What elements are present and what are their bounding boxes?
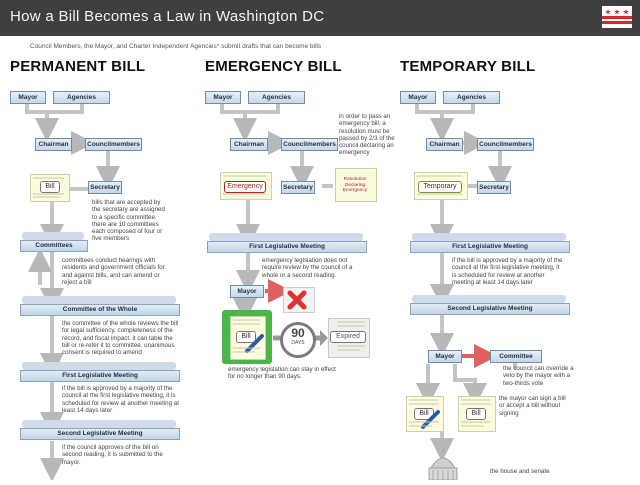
permanent-chairman-box: Chairman <box>35 138 72 151</box>
temporary-agencies-box: Agencies <box>443 91 500 104</box>
emergency-bill-title: EMERGENCY BILL <box>205 58 342 75</box>
temporary-tag: Temporary <box>418 181 462 193</box>
capitol-dome-icon <box>425 446 461 485</box>
permanent-mayor-box: Mayor <box>10 91 46 104</box>
emergency-councilmembers-box: Councilmembers <box>281 138 338 151</box>
days-number: 90 <box>291 326 305 340</box>
permanent-bill-title: PERMANENT BILL <box>10 58 146 75</box>
temporary-committee-box: Committee <box>490 350 542 363</box>
temporary-second-meeting-bar: Second Legislative Meeting <box>410 303 570 315</box>
permanent-second-meeting-bar: Second Legislative Meeting <box>20 428 180 440</box>
temporary-first-meeting-description: if the bill is approved by a majority of… <box>452 257 563 286</box>
permanent-bill-tag: Bill <box>40 181 60 193</box>
red-x-icon <box>287 290 307 315</box>
permanent-second-meeting-description: if the council approves of the bill on s… <box>62 444 163 466</box>
emergency-mayor-box-2: Mayor <box>230 285 264 298</box>
resolution-declaring-emergency-label: Resolution Declaring Emergency <box>342 177 368 193</box>
emergency-tag: Emergency <box>224 181 266 193</box>
permanent-agencies-box: Agencies <box>53 91 110 104</box>
permanent-committee-of-the-whole-bar: Committee of the Whole <box>20 304 180 316</box>
temporary-bill-title: TEMPORARY BILL <box>400 58 536 75</box>
emergency-bill-tag: Bill <box>236 331 256 343</box>
temporary-pen-icon <box>420 408 442 435</box>
page-title: How a Bill Becomes a Law in Washington D… <box>10 8 325 25</box>
ninety-days-badge-icon <box>280 322 316 358</box>
temporary-first-meeting-bar: First Legislative Meeting <box>410 241 570 253</box>
emergency-expiry-description: emergency legislation can stay in effect… <box>228 366 336 381</box>
temporary-councilmembers-box: Councilmembers <box>477 138 534 151</box>
resolution-document-icon <box>335 168 377 202</box>
permanent-secretary-box: Secretary <box>88 181 122 194</box>
emergency-mayor-box: Mayor <box>205 91 241 104</box>
emergency-resolution-description: in order to pass an emergency bill, a re… <box>339 113 395 157</box>
emergency-first-meeting-bar: First Legislative Meeting <box>207 241 367 253</box>
temporary-mayor-box: Mayor <box>400 91 436 104</box>
temporary-congress-description: the house and senate <box>490 468 550 475</box>
temporary-secretary-box: Secretary <box>477 181 511 194</box>
dc-flag-icon <box>602 6 632 28</box>
permanent-first-meeting-bar: First Legislative Meeting <box>20 370 180 382</box>
days-label: DAYS <box>291 340 305 346</box>
temporary-sign-description: the mayor can sign a bill or accept a bi… <box>499 395 566 417</box>
permanent-committees-bar: Committees <box>20 240 88 252</box>
temporary-chairman-box: Chairman <box>426 138 463 151</box>
temporary-override-description: the council can override a veto by the m… <box>503 365 574 387</box>
subtitle: Council Members, the Mayor, and Charter … <box>30 43 322 50</box>
expired-tag: Expired <box>330 331 366 343</box>
permanent-councilmembers-box: Councilmembers <box>85 138 142 151</box>
header-bar: How a Bill Becomes a Law in Washington D… <box>0 0 640 36</box>
temporary-bill-tag-b: Bill <box>466 408 486 420</box>
permanent-committees-description: committees conduct hearings with residen… <box>62 257 165 286</box>
permanent-secretary-description: bills that are accepted by the secretary… <box>92 199 165 243</box>
emergency-chairman-box: Chairman <box>230 138 268 151</box>
emergency-first-meeting-description: emergency legislation does not require r… <box>262 257 353 279</box>
permanent-first-meeting-description: if the bill is approved by a majority of… <box>62 385 179 414</box>
emergency-secretary-box: Secretary <box>281 181 315 194</box>
permanent-cow-description: the committee of the whole reviews the b… <box>62 320 179 357</box>
emergency-agencies-box: Agencies <box>248 91 305 104</box>
temporary-mayor-box-2: Mayor <box>428 350 462 363</box>
